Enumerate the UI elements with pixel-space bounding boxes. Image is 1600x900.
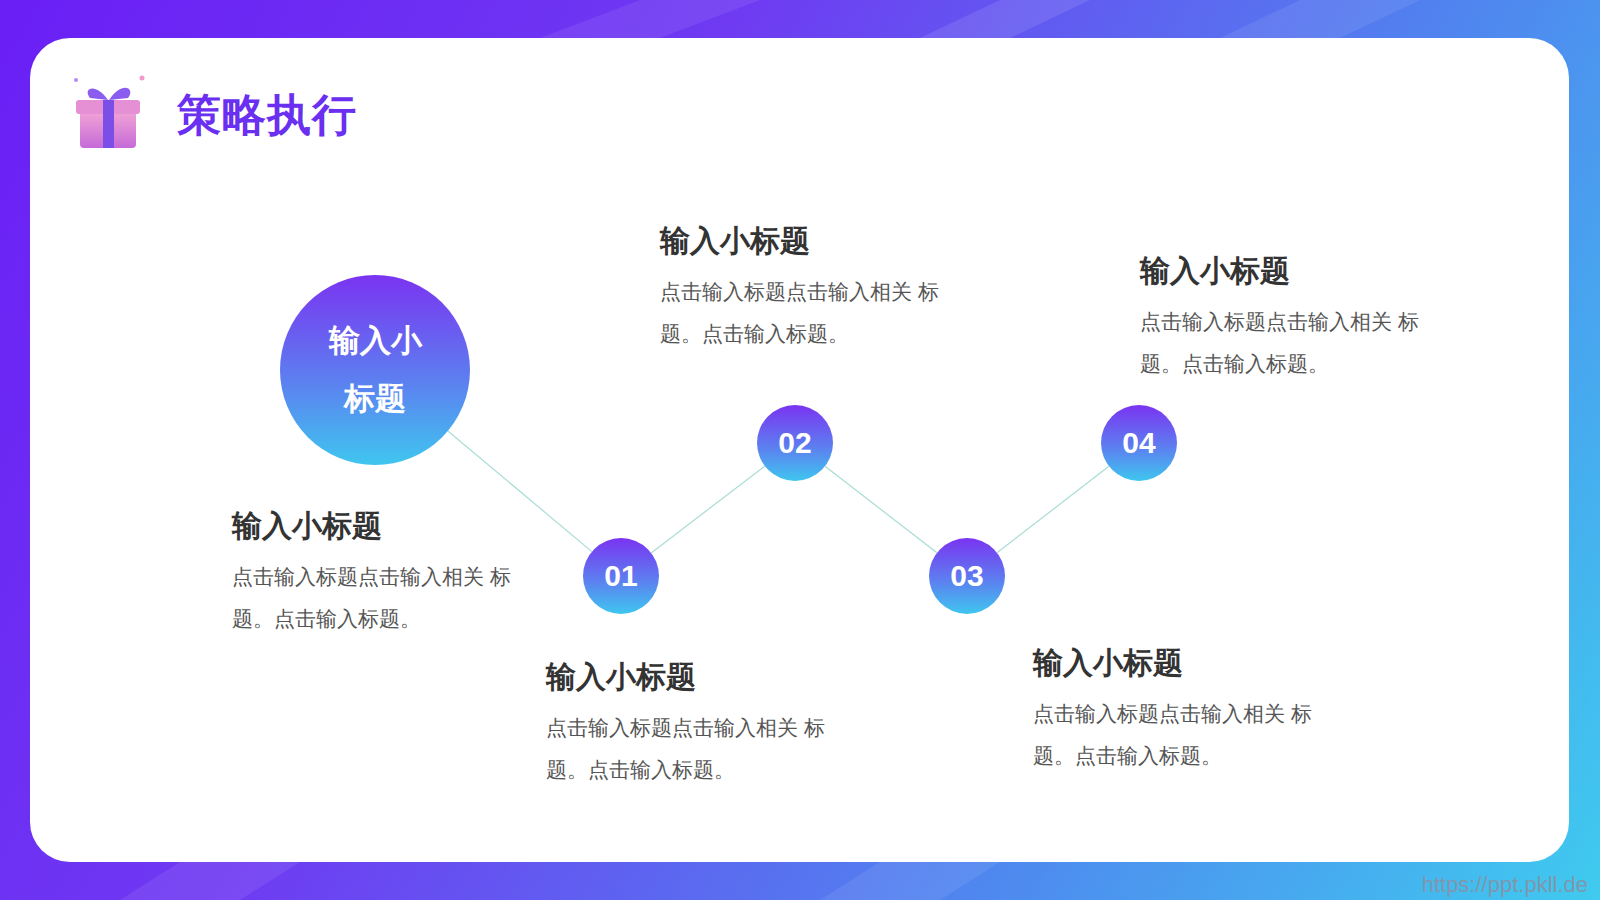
caption-body: 点击输入标题点击输入相关 标题。点击输入标题。 bbox=[232, 556, 522, 640]
caption-heading: 输入小标题 bbox=[546, 657, 696, 698]
connector-line bbox=[448, 431, 592, 552]
step-number: 01 bbox=[604, 559, 637, 593]
caption-body: 点击输入标题点击输入相关 标题。点击输入标题。 bbox=[1033, 693, 1323, 777]
connector-line bbox=[651, 466, 765, 553]
caption-body: 点击输入标题点击输入相关 标题。点击输入标题。 bbox=[1140, 301, 1430, 385]
caption-heading: 输入小标题 bbox=[1140, 251, 1290, 292]
main-circle: 输入小标题输入小标题点击输入标题点击输入相关 标题。点击输入标题。 bbox=[280, 275, 470, 465]
step-circle: 01输入小标题点击输入标题点击输入相关 标题。点击输入标题。 bbox=[583, 538, 659, 614]
caption-body: 点击输入标题点击输入相关 标题。点击输入标题。 bbox=[546, 707, 836, 791]
step-circle: 04输入小标题点击输入标题点击输入相关 标题。点击输入标题。 bbox=[1101, 405, 1177, 481]
slide-title: 策略执行 bbox=[177, 86, 357, 145]
connector-line bbox=[997, 466, 1109, 553]
caption-body: 点击输入标题点击输入相关 标题。点击输入标题。 bbox=[660, 271, 950, 355]
step-circle: 02输入小标题点击输入标题点击输入相关 标题。点击输入标题。 bbox=[757, 405, 833, 481]
step-number: 02 bbox=[778, 426, 811, 460]
step-number: 03 bbox=[950, 559, 983, 593]
watermark: https://ppt.pkll.de bbox=[1422, 872, 1588, 898]
gift-icon bbox=[70, 74, 150, 154]
circle-title: 输入小标题 bbox=[320, 312, 430, 428]
caption-heading: 输入小标题 bbox=[232, 506, 382, 547]
caption-heading: 输入小标题 bbox=[1033, 643, 1183, 684]
caption-heading: 输入小标题 bbox=[660, 221, 810, 262]
step-circle: 03输入小标题点击输入标题点击输入相关 标题。点击输入标题。 bbox=[929, 538, 1005, 614]
connector-line bbox=[825, 466, 937, 553]
step-number: 04 bbox=[1122, 426, 1155, 460]
